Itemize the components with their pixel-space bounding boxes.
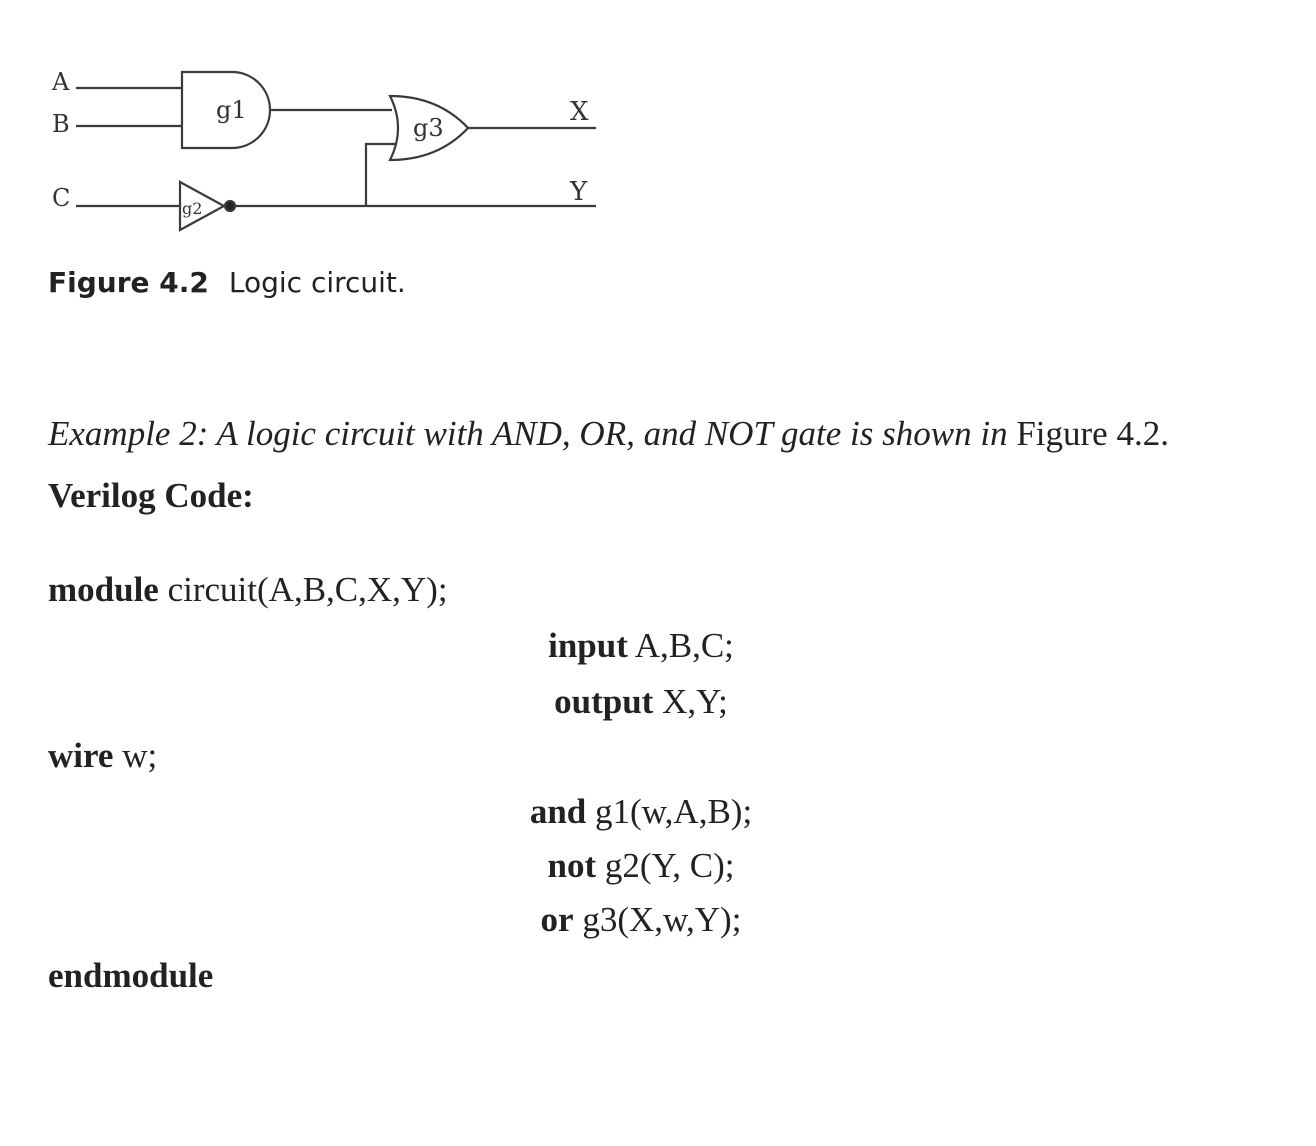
code-line-output: output X,Y; xyxy=(554,682,728,722)
not-gate-bubble xyxy=(223,199,237,213)
keyword-wire: wire xyxy=(48,736,114,775)
code-line-and: and g1(w,A,B); xyxy=(530,792,752,832)
code-heading: Verilog Code: xyxy=(48,476,254,515)
code-wire-rest: w; xyxy=(122,736,158,775)
logic-circuit-diagram: A B C g1 g2 g3 X Y xyxy=(51,68,596,232)
keyword-or: or xyxy=(540,900,574,939)
code-input-rest: A,B,C; xyxy=(634,626,734,665)
code-and-rest: g1(w,A,B); xyxy=(595,792,753,831)
label-y: Y xyxy=(569,177,588,207)
code-output-rest: X,Y; xyxy=(662,682,728,721)
keyword-module: module xyxy=(48,570,159,609)
or-gate-g3 xyxy=(388,94,470,162)
figure-reference: Figure 4.2. xyxy=(1016,414,1169,453)
figure-caption-text: Logic circuit. xyxy=(228,266,406,299)
example-text: Example 2: A logic circuit with AND, OR,… xyxy=(48,414,1008,453)
code-line-wire: wire w; xyxy=(48,736,157,776)
label-a: A xyxy=(51,68,70,96)
logic-circuit-figure: A B C g1 g2 g3 X Y xyxy=(40,60,620,240)
label-b: B xyxy=(52,110,70,138)
code-line-module: module circuit(A,B,C,X,Y); xyxy=(48,570,448,610)
example-paragraph: Example 2: A logic circuit with AND, OR,… xyxy=(48,414,1169,454)
code-module-rest: circuit(A,B,C,X,Y); xyxy=(167,570,448,609)
keyword-not: not xyxy=(547,846,597,885)
figure-caption: Figure 4.2 Logic circuit. xyxy=(48,266,406,299)
label-x: X xyxy=(570,97,589,127)
wire-y-branch xyxy=(364,142,396,206)
keyword-output: output xyxy=(554,682,654,721)
code-line-not: not g2(Y, C); xyxy=(547,846,734,886)
label-g3: g3 xyxy=(413,114,444,142)
label-g1: g1 xyxy=(216,96,247,124)
keyword-and: and xyxy=(529,792,587,831)
label-g2: g2 xyxy=(182,199,202,218)
keyword-input: input xyxy=(548,626,628,665)
code-or-rest: g3(X,w,Y); xyxy=(582,900,742,939)
not-gate-g2 xyxy=(178,180,227,232)
code-line-input: input A,B,C; xyxy=(548,626,734,666)
keyword-endmodule: endmodule xyxy=(48,956,214,995)
code-not-rest: g2(Y, C); xyxy=(604,846,735,885)
label-c: C xyxy=(52,184,70,212)
code-line-or: or g3(X,w,Y); xyxy=(541,900,742,940)
figure-caption-label: Figure 4.2 xyxy=(48,266,209,299)
code-line-endmodule: endmodule xyxy=(48,956,213,996)
and-gate-g1 xyxy=(180,70,272,150)
